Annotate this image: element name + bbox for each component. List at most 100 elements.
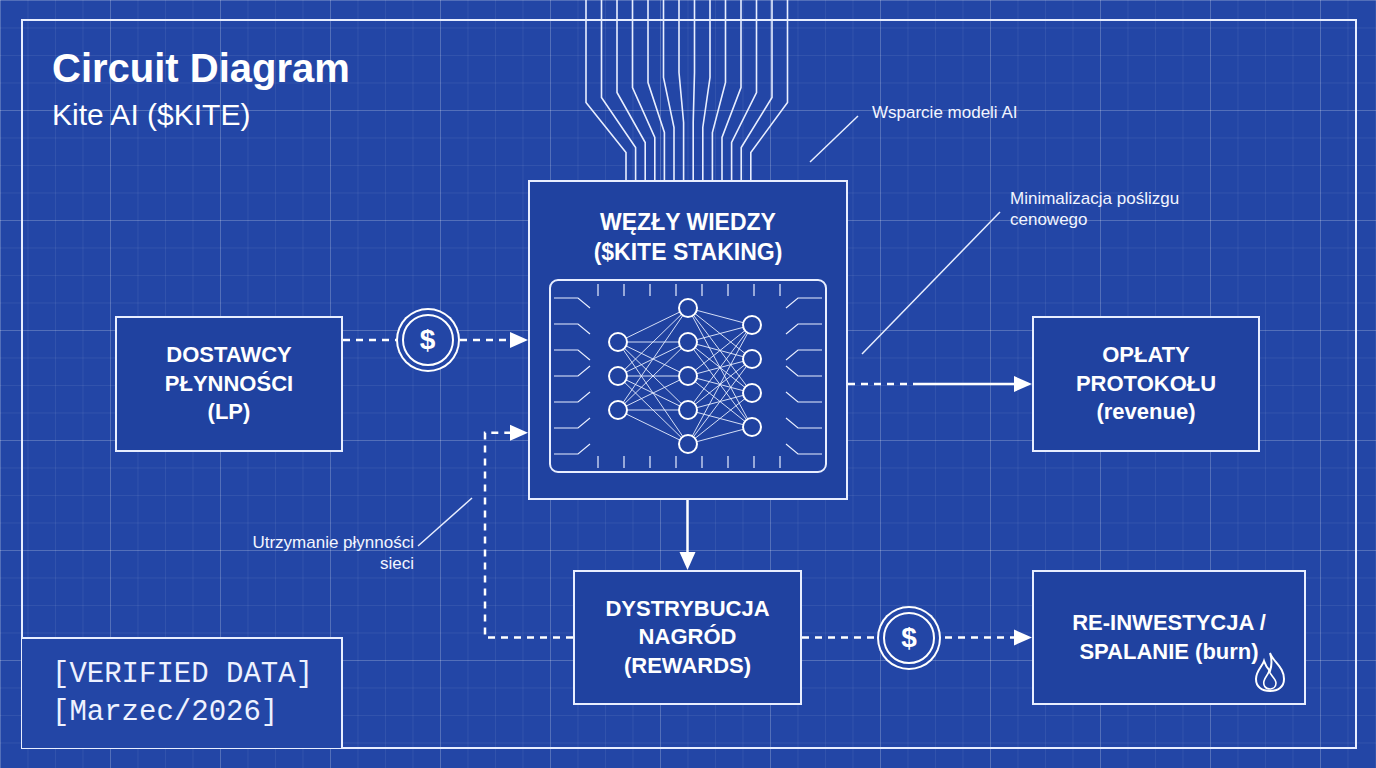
- callout-text: Wsparcie modeli AI: [872, 102, 1112, 123]
- circuit-trace: [617, 0, 645, 180]
- connector: [848, 376, 1032, 392]
- arrowhead: [510, 425, 528, 441]
- source-box: DOSTAWCY PŁYNNOŚCI (LP): [115, 316, 343, 452]
- trace: [649, 284, 650, 296]
- trace: [554, 366, 590, 376]
- neuron: [679, 367, 697, 385]
- neuron: [743, 316, 761, 334]
- neuron-link: [618, 342, 688, 410]
- trace: [675, 456, 676, 468]
- box-label: OPŁATY PROTOKOŁU (revenue): [1061, 341, 1231, 427]
- neuron-link: [618, 308, 688, 376]
- data-stamp: [VERIFIED DATA][Marzec/2026]: [22, 637, 343, 748]
- neuron: [679, 299, 697, 317]
- trace: [675, 284, 676, 296]
- stamp-text: [Marzec/2026]: [52, 694, 278, 732]
- connector: [680, 500, 696, 570]
- circuit-trace: [712, 0, 725, 180]
- box-label: DYSTRYBUCJA NAGRÓD (REWARDS): [589, 595, 786, 681]
- arrowhead: [1014, 376, 1032, 392]
- neuron: [679, 333, 697, 351]
- trace: [786, 298, 822, 308]
- circuit-traces: [586, 0, 788, 180]
- rewards-box: DYSTRYBUCJA NAGRÓD (REWARDS): [573, 570, 802, 705]
- circuit-trace: [602, 0, 636, 180]
- trace: [786, 392, 822, 402]
- trace: [727, 284, 728, 296]
- trace: [623, 456, 624, 468]
- connector-line: [686, 500, 689, 556]
- neuron-link: [688, 308, 752, 393]
- trace: [786, 350, 822, 360]
- callout-text: Minimalizacja poślizgu cenowego: [1010, 188, 1230, 231]
- box-label: WĘZŁY WIEDZY ($KITE STAKING): [573, 208, 803, 268]
- callout-text: Utrzymanie płynności sieci: [250, 532, 414, 575]
- burn-box: RE-INWESTYCJA / SPALANIE (burn): [1032, 570, 1306, 705]
- trace: [753, 456, 754, 468]
- neuron-link: [618, 410, 688, 411]
- trace: [701, 456, 702, 468]
- neuron-link: [688, 359, 752, 444]
- box-label: RE-INWESTYCJA / SPALANIE (burn): [1049, 609, 1289, 666]
- trace: [554, 444, 590, 454]
- circuit-trace: [648, 0, 664, 180]
- currency-badge: $: [402, 314, 454, 366]
- leader-line: [418, 498, 472, 546]
- trace: [786, 418, 822, 428]
- outer-frame: [22, 20, 1356, 748]
- diagram-title: Circuit Diagram: [52, 46, 350, 91]
- stamp-text: [VERIFIED DATA]: [52, 656, 313, 694]
- circuit-trace: [732, 0, 757, 180]
- arrowhead: [1014, 630, 1032, 646]
- circuit-trace: [703, 0, 710, 180]
- neuron: [609, 333, 627, 351]
- leader-line: [862, 212, 1000, 354]
- connector-line: [918, 383, 1018, 386]
- trace: [649, 456, 650, 468]
- flame-outline: [1256, 653, 1284, 691]
- trace: [597, 284, 598, 296]
- circuit-trace: [751, 0, 788, 180]
- chip-outline: [550, 280, 826, 472]
- diagram-subtitle: Kite AI ($KITE): [52, 98, 250, 132]
- circuit-trace: [679, 0, 684, 180]
- trace: [779, 456, 780, 468]
- trace: [554, 350, 590, 360]
- neuron: [609, 401, 627, 419]
- circuit-trace: [664, 0, 675, 180]
- neuron-link: [618, 308, 688, 342]
- circuit-trace: [586, 0, 626, 180]
- neuron: [609, 367, 627, 385]
- trace: [554, 324, 590, 334]
- staking-core-box: WĘZŁY WIEDZY ($KITE STAKING): [528, 180, 848, 500]
- trace: [623, 284, 624, 296]
- box-label: DOSTAWCY PŁYNNOŚCI (LP): [154, 341, 304, 427]
- neuron-link: [618, 342, 688, 444]
- neuron-link: [688, 308, 752, 359]
- currency-badge: $: [883, 612, 935, 664]
- trace: [554, 298, 590, 308]
- trace: [786, 366, 822, 376]
- neuron: [743, 384, 761, 402]
- connector-line: [848, 383, 918, 386]
- neuron: [743, 418, 761, 436]
- arrowhead: [680, 552, 696, 570]
- neuron: [679, 401, 697, 419]
- trace: [597, 456, 598, 468]
- circuit-trace: [693, 0, 694, 180]
- neuron-link: [688, 393, 752, 444]
- neuron-link: [618, 376, 688, 410]
- neuron-link: [688, 325, 752, 376]
- trace: [753, 284, 754, 296]
- trace: [727, 456, 728, 468]
- circuit-trace: [633, 0, 655, 180]
- arrowhead: [510, 332, 528, 348]
- trace: [554, 418, 590, 428]
- trace: [779, 284, 780, 296]
- revenue-box: OPŁATY PROTOKOŁU (revenue): [1032, 316, 1260, 452]
- neuron-link: [618, 376, 688, 444]
- neuron-link: [618, 342, 688, 410]
- trace: [786, 324, 822, 334]
- neuron-link: [618, 376, 688, 410]
